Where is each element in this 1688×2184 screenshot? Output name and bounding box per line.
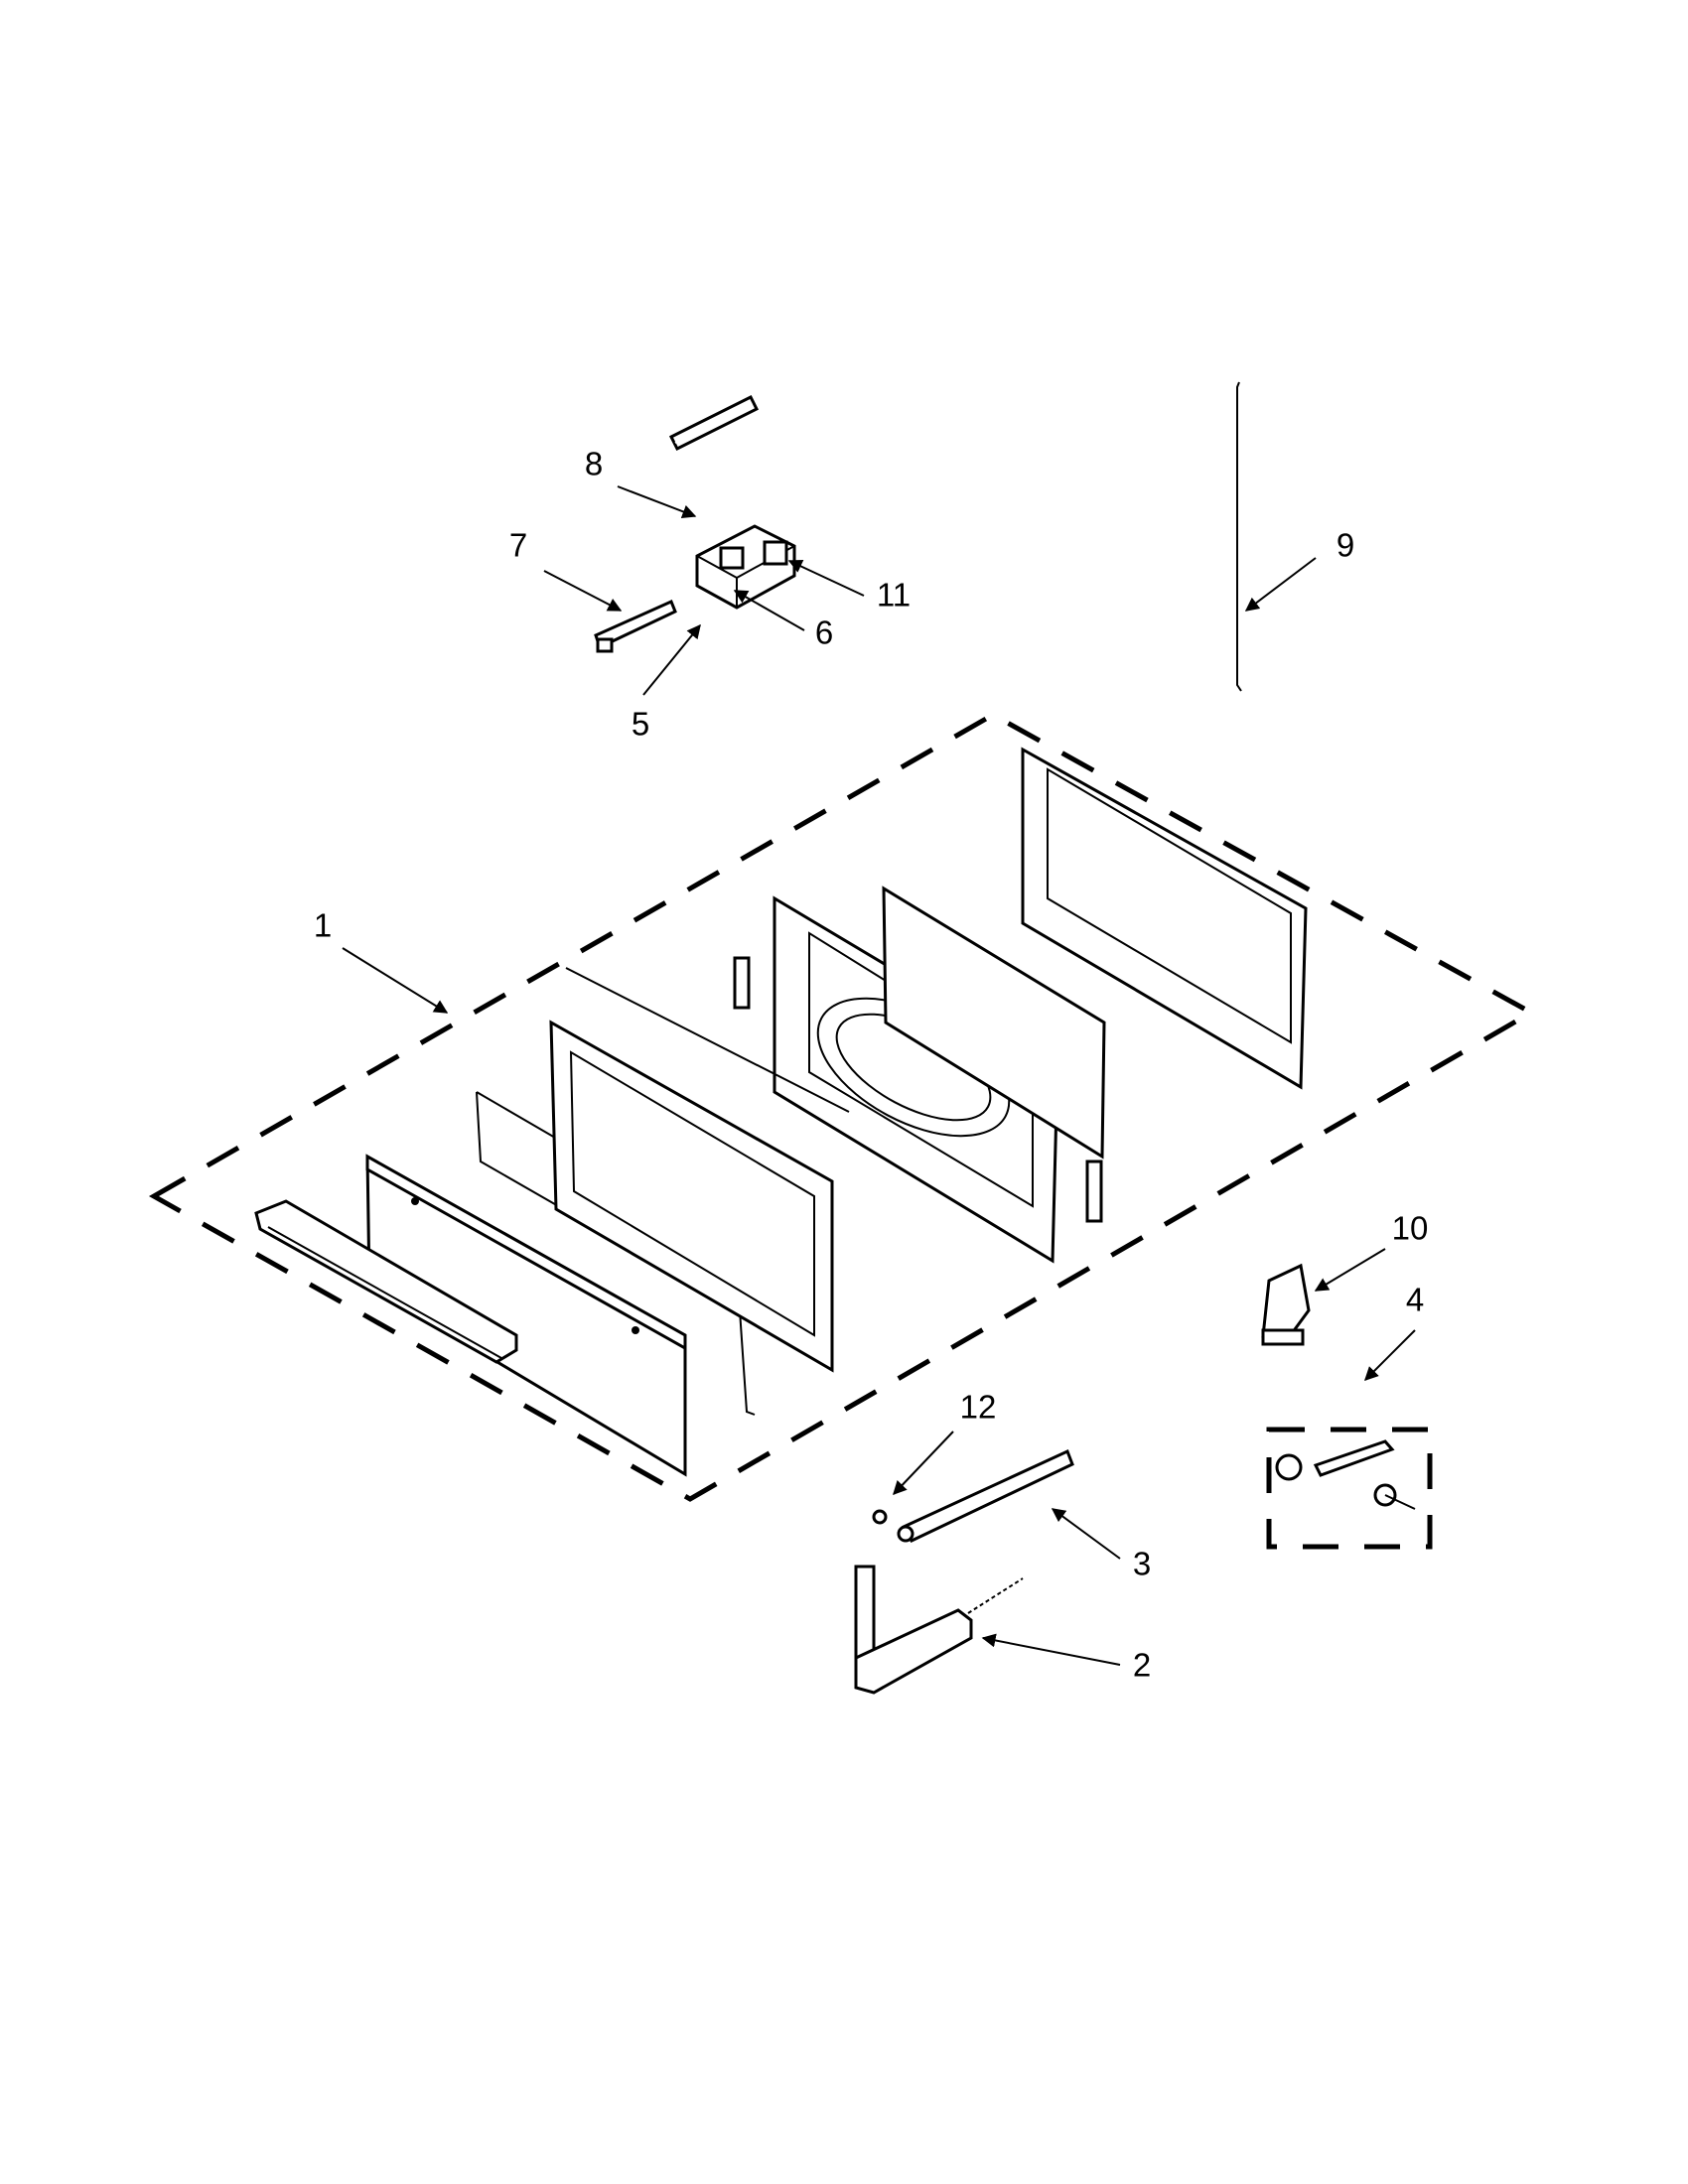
door-handle[interactable] — [254, 1199, 518, 1364]
outer-door-glass-panel[interactable] — [365, 1154, 687, 1477]
callout-7: 7 — [509, 527, 527, 564]
leader-line-1 — [342, 947, 449, 1014]
door-rod-part-9[interactable] — [1236, 381, 1242, 692]
leader-line-9 — [1244, 557, 1317, 612]
leader-line-6 — [733, 590, 805, 631]
screw-part-12[interactable] — [872, 1509, 888, 1525]
door-assembly-dashed-boundary — [148, 712, 1537, 1502]
leader-line-3 — [1051, 1508, 1121, 1560]
leader-line-2 — [981, 1633, 1121, 1666]
leader-line-4 — [1364, 1329, 1416, 1381]
callout-8: 8 — [585, 446, 603, 482]
latch-switch-part-11[interactable] — [763, 540, 788, 566]
hardware-kit-part-4[interactable] — [1266, 1427, 1433, 1550]
door-top-channel[interactable] — [565, 967, 850, 1113]
latch-bracket-part-7[interactable] — [594, 599, 677, 653]
callout-11: 11 — [877, 577, 911, 614]
leader-line-5 — [642, 623, 701, 696]
latch-spring-part-8[interactable] — [668, 394, 760, 452]
latch-switch-part-6[interactable] — [719, 546, 745, 570]
door-glass-inner[interactable] — [882, 886, 1106, 1160]
leader-line-11 — [787, 559, 865, 597]
callout-9: 9 — [1336, 527, 1354, 564]
leader-line-10 — [1314, 1248, 1386, 1292]
callout-4: 4 — [1406, 1282, 1424, 1318]
callout-10: 10 — [1392, 1210, 1429, 1247]
door-hinge-bracket-right[interactable] — [1085, 1160, 1103, 1223]
callout-5: 5 — [632, 706, 649, 743]
latch-keeper-part-10[interactable] — [1261, 1263, 1311, 1346]
callout-3: 3 — [1133, 1546, 1151, 1582]
callout-1: 1 — [314, 907, 332, 944]
callout-2: 2 — [1133, 1647, 1151, 1684]
door-hinge-part-2[interactable] — [854, 1565, 1024, 1695]
leader-line-7 — [543, 570, 623, 612]
leader-line-12 — [893, 1431, 954, 1496]
callout-6: 6 — [815, 614, 833, 651]
leader-line-8 — [617, 485, 697, 519]
hinge-arm-part-3[interactable] — [897, 1448, 1074, 1543]
door-hinge-bracket-left[interactable] — [733, 956, 751, 1010]
door-liner-panel[interactable] — [1021, 747, 1308, 1090]
inner-door-frame[interactable] — [549, 1020, 834, 1373]
callout-12: 12 — [960, 1389, 997, 1426]
latch-housing-part-5[interactable] — [695, 524, 796, 610]
